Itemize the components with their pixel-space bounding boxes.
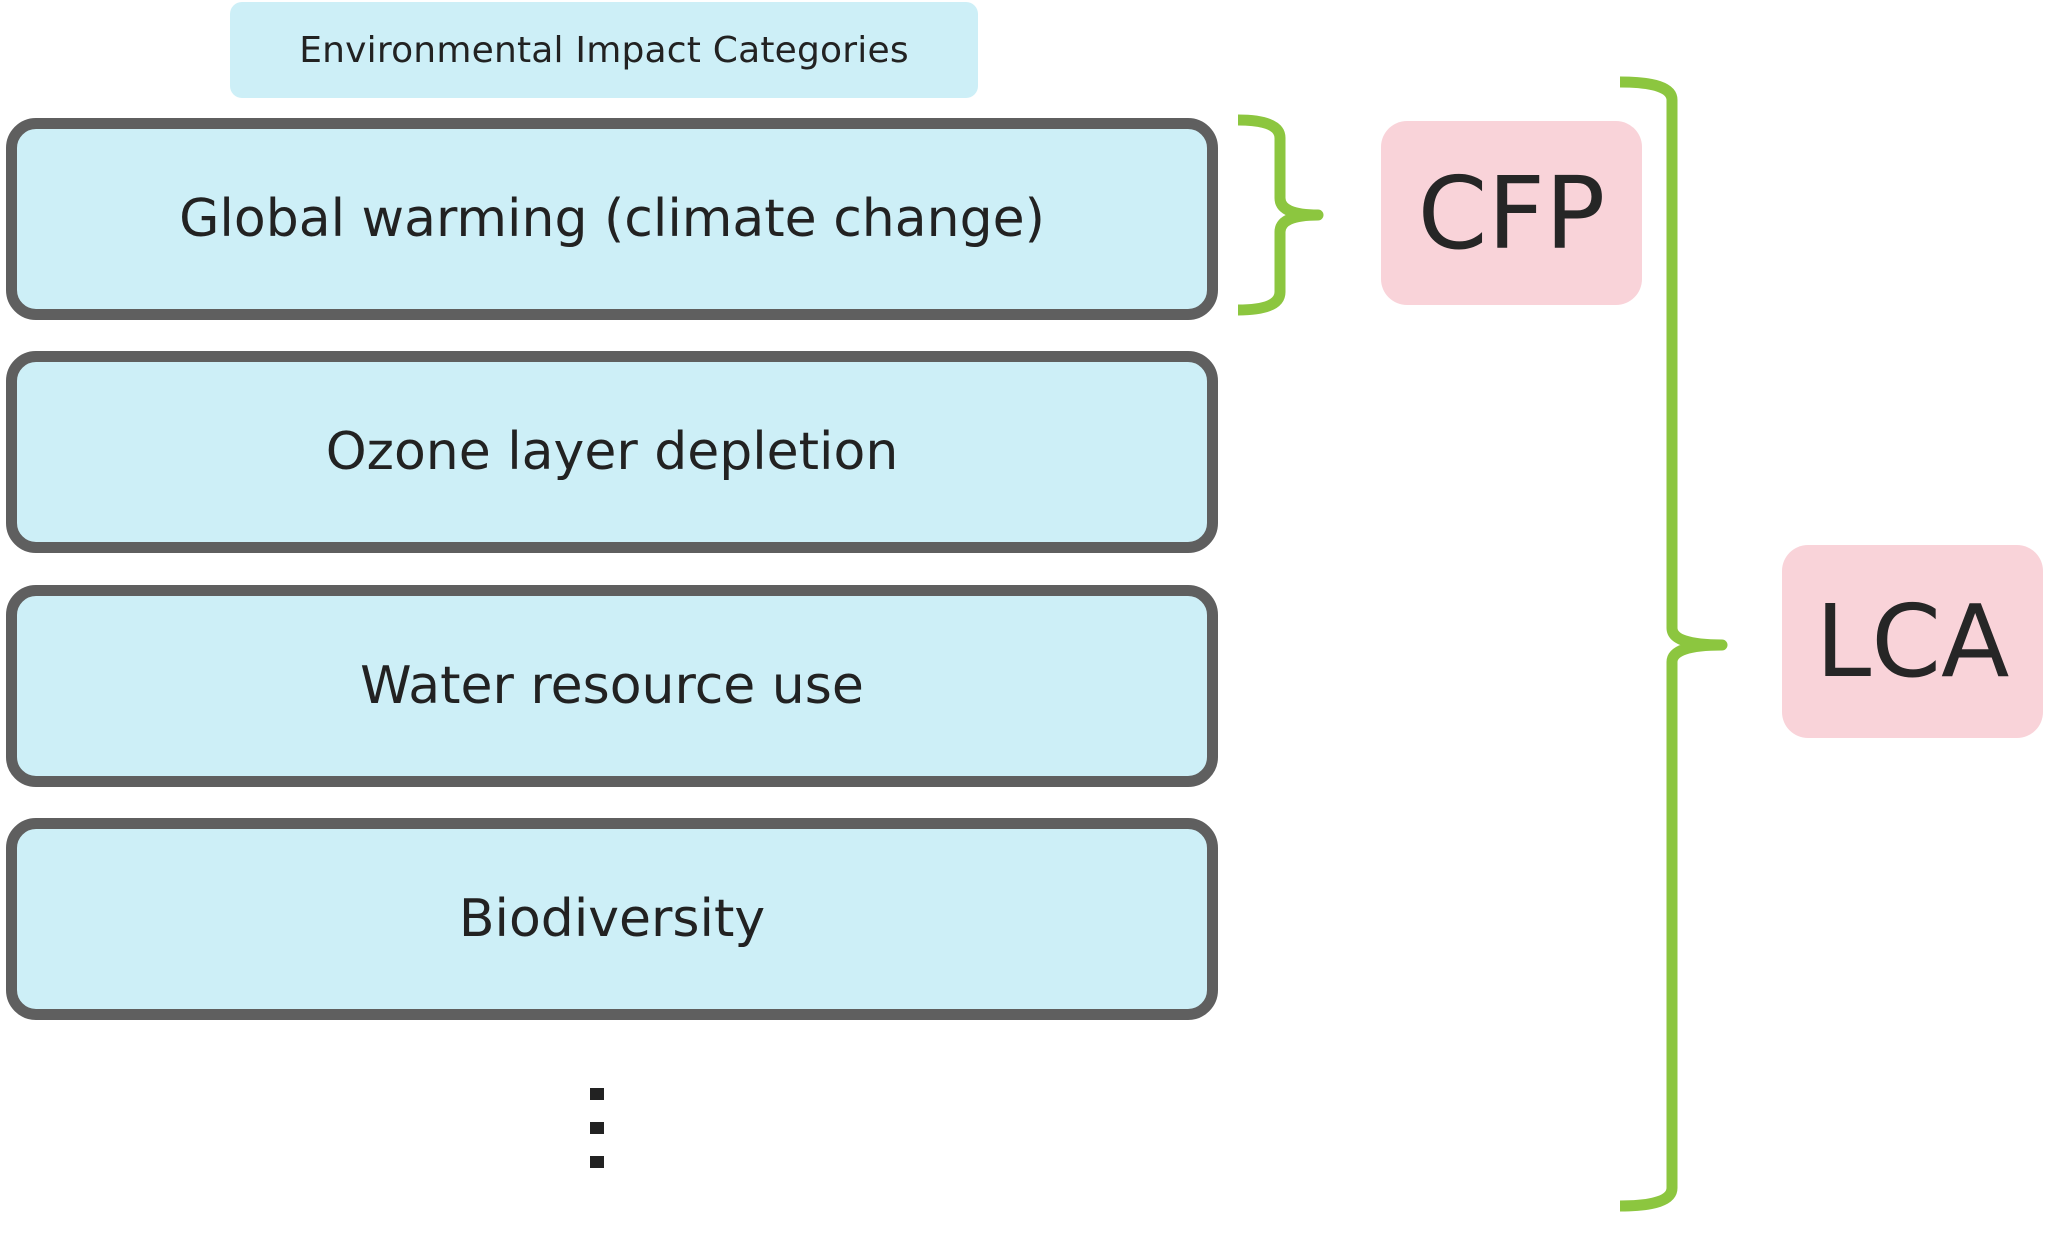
category-ozone-depletion: Ozone layer depletion [6,351,1218,553]
cfp-brace [1237,114,1324,316]
category-biodiversity: Biodiversity [6,818,1218,1020]
continuation-ellipsis [590,1088,606,1168]
category-water-resource-use: Water resource use [6,585,1218,787]
cfp-tag: CFP [1381,121,1642,305]
category-global-warming: Global warming (climate change) [6,118,1218,320]
header-title: Environmental Impact Categories [230,2,978,98]
lca-tag: LCA [1782,545,2043,738]
